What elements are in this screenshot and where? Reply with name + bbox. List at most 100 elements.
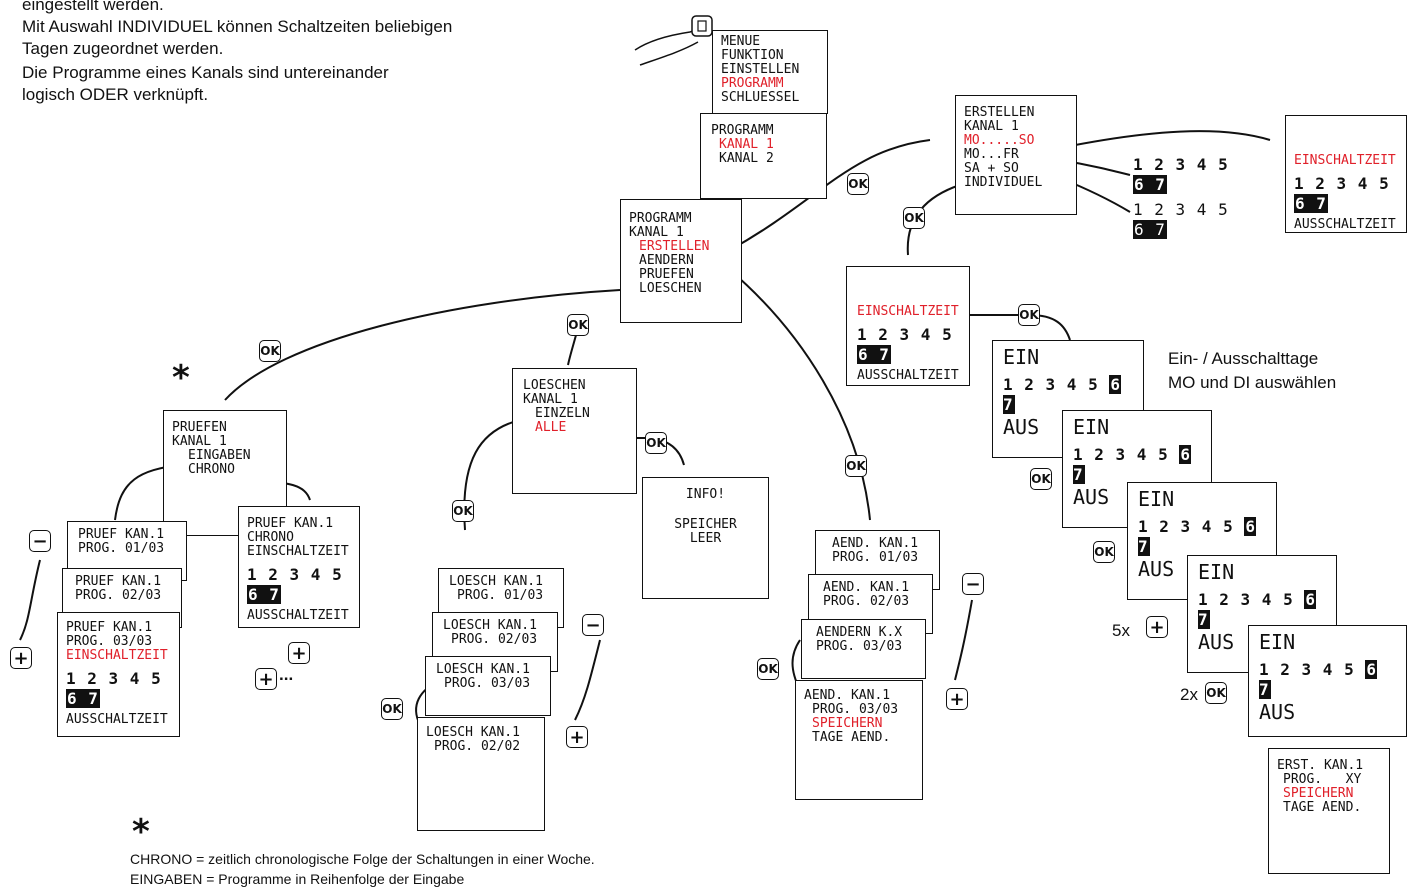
repeat-5x-label: 5x — [1112, 621, 1130, 640]
ein-label: EIN — [1138, 487, 1175, 511]
option-chrono: CHRONO — [188, 462, 235, 477]
loesch-prog: PROG. 02/03 — [451, 632, 538, 647]
ein-note-line-1: Ein- / Ausschalttage — [1168, 349, 1319, 368]
option-tage-aend: TAGE AEND. — [1283, 800, 1362, 815]
menu-screen: MENUE FUNKTION EINSTELLEN PROGRAMM SCHLU… — [712, 30, 828, 114]
programm-select-screen: PROGRAMM KANAL 1 KANAL 2 — [700, 113, 827, 199]
ok-button[interactable]: OK — [259, 340, 281, 362]
kanal-2-option: KANAL 2 — [719, 151, 774, 166]
aend-screen-3: AENDERN K.X PROG. 03/03 — [801, 619, 926, 679]
days-weekdays: 1 2 3 4 5 — [1138, 517, 1234, 536]
plus-button[interactable]: + — [255, 668, 277, 690]
plus-button[interactable]: + — [946, 688, 968, 710]
programm-main-kanal: KANAL 1 — [629, 225, 684, 240]
ok-button[interactable]: OK — [1205, 682, 1227, 704]
days-weekdays: 1 2 3 4 5 — [66, 669, 162, 688]
pruef-title: PRUEF KAN.1 — [75, 574, 162, 589]
days-weekend: 6 7 — [66, 689, 100, 708]
hand-pointer-icon — [634, 15, 713, 66]
option-mo-so: MO.....SO — [964, 133, 1035, 148]
pruef-prog: PROG. 03/03 — [66, 634, 153, 649]
option-einzeln: EINZELN — [535, 406, 590, 421]
info-speicher: SPEICHER — [674, 517, 737, 532]
loesch-title: LOESCH KAN.1 — [443, 618, 537, 633]
einschaltzeit-label: EINSCHALTZEIT — [66, 648, 168, 663]
intro-line-3: Tagen zugeordnet werden. — [22, 39, 224, 58]
days-weekend: 6 7 — [857, 345, 891, 364]
aend-title: AENDERN K.X — [816, 625, 903, 640]
loesch-title: LOESCH KAN.1 — [426, 725, 520, 740]
days-weekdays: 1 2 3 4 5 — [1133, 155, 1229, 174]
ein-aus-screen-5: EIN 1 2 3 4 5 6 7 AUS — [1248, 625, 1407, 737]
option-aendern: AENDERN — [639, 253, 694, 268]
aus-label: AUS — [1259, 700, 1296, 724]
ok-button[interactable]: OK — [903, 207, 925, 229]
days-weekdays: 1 2 3 4 5 — [1003, 375, 1099, 394]
days-weekend: 6 7 — [247, 585, 281, 604]
intro-line-2: Mit Auswahl INDIVIDUEL können Schaltzeit… — [22, 17, 453, 36]
more-dots: ... — [279, 665, 294, 684]
aend-title: AEND. KAN.1 — [804, 688, 891, 703]
ein-label: EIN — [1073, 415, 1110, 439]
ausschaltzeit-label: AUSSCHALTZEIT — [66, 712, 168, 727]
days-weekdays: 1 2 3 4 5 — [1259, 660, 1355, 679]
ok-button[interactable]: OK — [847, 173, 869, 195]
ok-button[interactable]: OK — [1030, 468, 1052, 490]
option-erstellen: ERSTELLEN — [639, 239, 710, 254]
option-mo-fr: MO...FR — [964, 147, 1019, 162]
option-pruefen: PRUEFEN — [639, 267, 694, 282]
intro-line-1: eingestellt werden. — [22, 0, 164, 14]
pruefen-title: PRUEFEN — [172, 420, 227, 435]
aend-title: AEND. KAN.1 — [832, 536, 919, 551]
minus-button[interactable]: − — [962, 573, 984, 595]
pruef-prog: PROG. 01/03 — [78, 541, 165, 556]
aend-screen-4: AEND. KAN.1 PROG. 03/03 SPEICHERN TAGE A… — [795, 680, 923, 800]
plus-button[interactable]: + — [566, 726, 588, 748]
days-weekend: 6 7 — [1133, 175, 1167, 194]
minus-button[interactable]: − — [29, 530, 51, 552]
loesch-prog: PROG. 03/03 — [444, 676, 531, 691]
days-weekdays: 1 2 3 4 5 — [1073, 445, 1169, 464]
info-screen: INFO! SPEICHER LEER — [642, 477, 769, 599]
aend-prog: PROG. 03/03 — [816, 639, 903, 654]
aus-label: AUS — [1073, 485, 1110, 509]
programm-title: PROGRAMM — [711, 123, 774, 138]
plus-button[interactable]: + — [10, 647, 32, 669]
menu-title: MENUE — [721, 34, 761, 49]
ausschaltzeit-label: AUSSCHALTZEIT — [857, 368, 959, 383]
aend-prog: PROG. 02/03 — [823, 594, 910, 609]
option-loeschen: LOESCHEN — [639, 281, 702, 296]
ein-note-line-2: MO und DI auswählen — [1168, 373, 1337, 392]
erst-kan-prog: PROG. XY — [1283, 772, 1362, 787]
footnote-star-marker: * — [172, 358, 190, 398]
option-eingaben: EINGABEN — [188, 448, 251, 463]
ok-button[interactable]: OK — [452, 500, 474, 522]
loeschen-kanal: KANAL 1 — [523, 392, 578, 407]
ok-button[interactable]: OK — [645, 432, 667, 454]
ausschaltzeit-label: AUSSCHALTZEIT — [247, 608, 349, 623]
ok-button[interactable]: OK — [1093, 541, 1115, 563]
plus-button[interactable]: + — [1146, 616, 1168, 638]
einschaltzeit-right-screen: EINSCHALTZEIT 1 2 3 4 5 6 7 AUSSCHALTZEI… — [1285, 115, 1407, 233]
ok-button[interactable]: OK — [757, 658, 779, 680]
ok-button[interactable]: OK — [381, 698, 403, 720]
ok-button[interactable]: OK — [1018, 304, 1040, 326]
menu-item-schluessel: SCHLUESSEL — [721, 90, 800, 105]
pruef-title: PRUEF KAN.1 — [247, 516, 334, 531]
programm-main-title: PROGRAMM — [629, 211, 692, 226]
plus-button[interactable]: + — [288, 642, 310, 664]
aend-title: AEND. KAN.1 — [823, 580, 910, 595]
option-tage-aend: TAGE AEND. — [812, 730, 891, 745]
einschaltzeit-label: EINSCHALTZEIT — [857, 304, 959, 319]
pruef-title: PRUEF KAN.1 — [78, 527, 165, 542]
loesch-prog: PROG. 02/02 — [434, 739, 521, 754]
days-weekdays: 1 2 3 4 5 — [857, 325, 953, 344]
loesch-title: LOESCH KAN.1 — [436, 662, 530, 677]
footnote-line-2: EINGABEN = Programme in Reihenfolge der … — [130, 871, 465, 887]
ok-button[interactable]: OK — [567, 314, 589, 336]
ok-button[interactable]: OK — [845, 455, 867, 477]
minus-button[interactable]: − — [582, 614, 604, 636]
menu-item-programm: PROGRAMM — [721, 76, 784, 91]
kanal-1-option: KANAL 1 — [719, 137, 774, 152]
option-alle: ALLE — [535, 420, 567, 435]
